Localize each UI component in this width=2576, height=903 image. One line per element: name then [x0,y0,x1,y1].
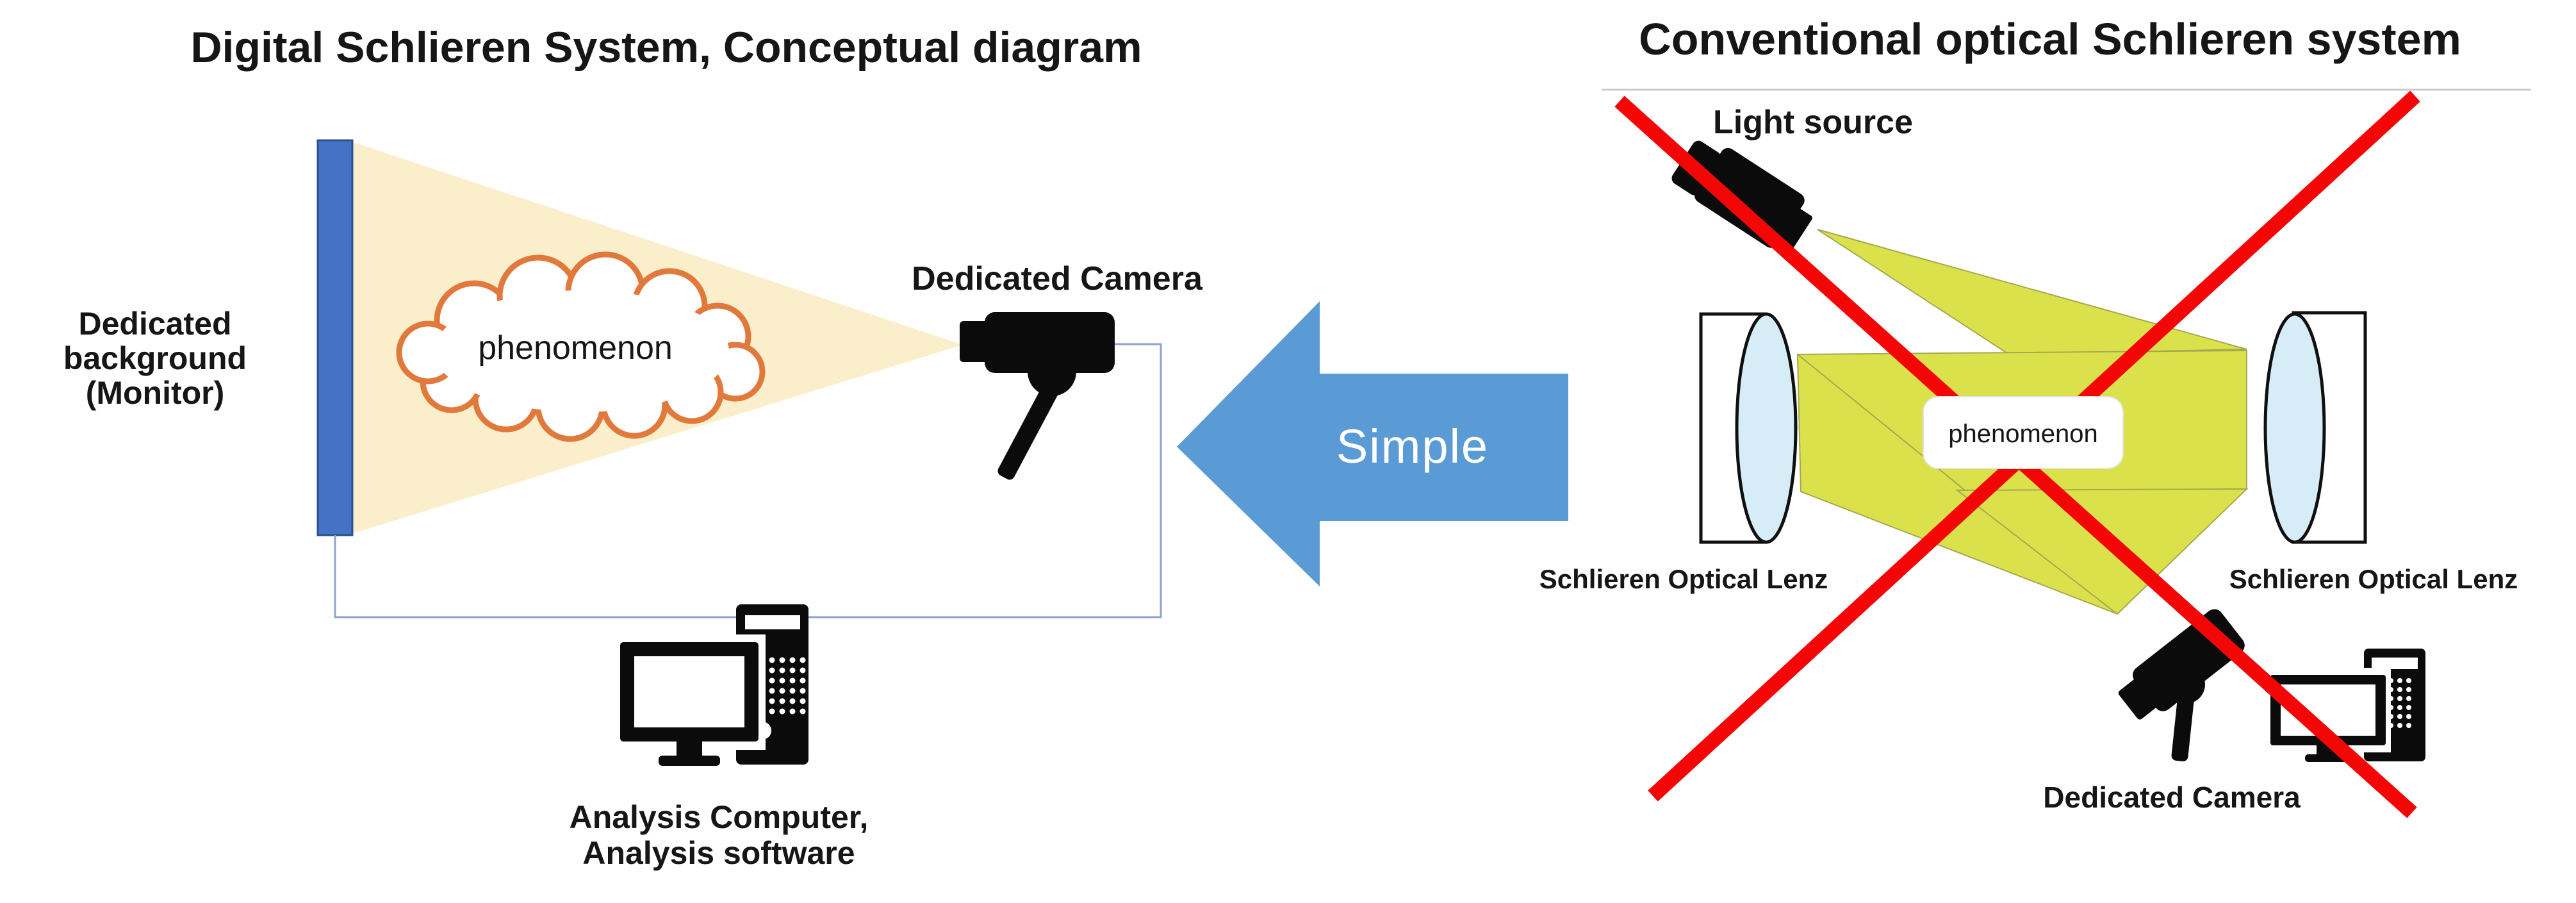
monitor-bar-icon [316,139,354,536]
background-label-line1: Dedicated [79,306,232,342]
tower-vent-dots [769,657,806,715]
left-camera-label: Dedicated Camera [912,260,1203,297]
conventional-camera-icon [2118,609,2245,761]
computer-label-line2: Analysis software [582,835,855,871]
left-lens-label: Schlieren Optical Lenz [1539,564,1828,594]
computer-label-line1: Analysis Computer, [570,799,869,835]
schlieren-lens-left-icon [1699,312,1798,544]
cloud-label: phenomenon [478,329,673,367]
right-panel-title: Conventional optical Schlieren system [1639,14,2461,64]
light-source-icon [1671,140,1812,249]
phenomenon-box: phenomenon [1923,396,2124,469]
background-label-line2: background [63,340,247,376]
desktop-computer-icon [610,604,808,766]
conventional-schlieren-panel: Conventional optical Schlieren system Li… [1539,14,2531,818]
right-camera-label: Dedicated Camera [2043,781,2301,814]
phenomenon-box-label: phenomenon [1948,420,2098,448]
cctv-camera-icon [960,312,1115,480]
left-panel-title: Digital Schlieren System, Conceptual dia… [190,23,1142,72]
arrow-label: Simple [1336,420,1489,473]
digital-schlieren-panel: Digital Schlieren System, Conceptual dia… [63,23,1203,871]
schlieren-lens-right-icon [2263,311,2367,544]
right-lens-label: Schlieren Optical Lenz [2229,564,2518,594]
connector-line [334,343,1162,618]
conventional-computer-icon [2261,649,2425,762]
light-source-label: Light source [1713,104,1913,141]
phenomenon-cloud-icon: phenomenon [396,251,766,442]
background-label-line3: (Monitor) [86,375,225,411]
left-arrow-icon: Simple [1177,301,1568,586]
